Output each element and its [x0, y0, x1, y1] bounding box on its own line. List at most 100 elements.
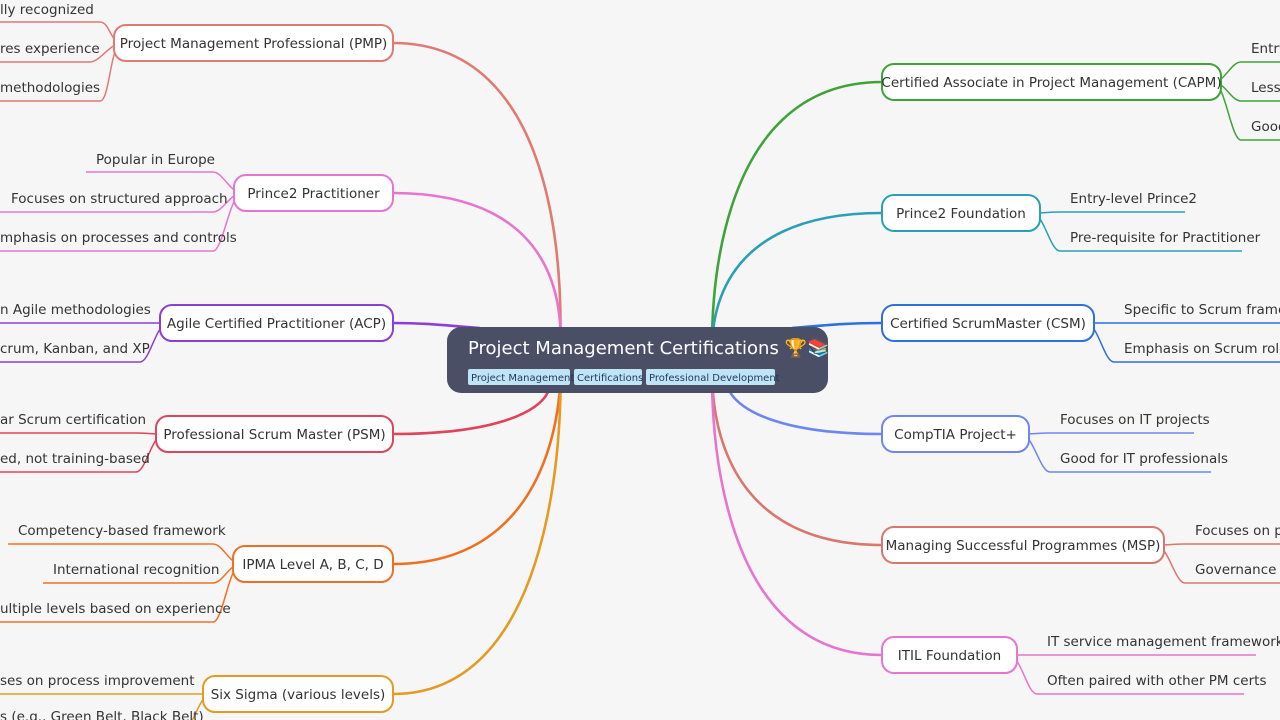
central-topic-title: Project Management Certifications 🏆📚 [468, 337, 829, 359]
leaf-focuses-on-pro[interactable]: Focuses on pro [1155, 523, 1280, 546]
branch-box [881, 63, 1222, 101]
branch-box [202, 675, 394, 713]
edge-itil-foundation [710, 359, 883, 657]
leaf-entry[interactable]: Entry [1212, 41, 1280, 83]
leaf-lly-recognized[interactable]: lly recognized [0, 2, 123, 44]
branch-label: Six Sigma (various levels) [211, 687, 386, 703]
leaf-label: ses on process improvement [0, 673, 195, 689]
branch-professional-scrum-master-psm[interactable]: Professional Scrum Master (PSM) [155, 415, 394, 453]
tag-label: Certifications [577, 373, 643, 384]
branch-label: Managing Successful Programmes (MSP) [886, 538, 1161, 554]
branch-nodes: Project Management Professional (PMP) Pri… [113, 24, 1222, 713]
branch-label: ITIL Foundation [898, 648, 1001, 664]
leaf-res-experience[interactable]: res experience [0, 41, 123, 63]
branch-box [881, 304, 1095, 342]
leaf-competency-based-framework[interactable]: Competency-based framework [8, 523, 242, 565]
tag-label: Professional Development [649, 373, 780, 384]
branch-prince2-foundation[interactable]: Prince2 Foundation [881, 194, 1041, 232]
edge-certified-associate-in-project-management-capm [710, 80, 883, 361]
edge-comptia-project [728, 391, 883, 436]
leaf-label: Popular in Europe [96, 152, 215, 168]
leaf-specific-to-scrum-framewo[interactable]: Specific to Scrum framewo [1086, 302, 1280, 324]
leaf-label: Emphasis on Scrum roles a [1124, 341, 1280, 357]
leaf-label: Entry [1251, 41, 1280, 57]
edge-six-sigma-various-levels [392, 358, 562, 696]
leaf-label: Good for IT professionals [1060, 451, 1228, 467]
leaf-label: lly recognized [0, 2, 94, 18]
tag-project-management[interactable]: Project Management [468, 369, 574, 385]
leaf-ar-scrum-certification[interactable]: ar Scrum certification [0, 412, 165, 435]
leaf-label: mphasis on processes and controls [0, 230, 237, 246]
leaf-popular-in-europe[interactable]: Popular in Europe [86, 152, 243, 194]
leaf-ultiple-levels-based-on-experience[interactable]: ultiple levels based on experience [0, 563, 242, 623]
branch-box [159, 304, 394, 342]
branch-six-sigma-various-levels[interactable]: Six Sigma (various levels) [202, 675, 394, 713]
branch-label: Certified Associate in Project Managemen… [881, 75, 1221, 91]
leaf-label: IT service management framework [1047, 634, 1280, 650]
branch-box [233, 174, 394, 212]
branch-label: Project Management Professional (PMP) [120, 36, 388, 52]
leaf-entry-level-prince2[interactable]: Entry-level Prince2 [1031, 191, 1197, 214]
tag-label: Project Management [471, 373, 574, 384]
leaf-mphasis-on-processes-and-controls[interactable]: mphasis on processes and controls [0, 192, 243, 252]
leaf-pre-requisite-for-practitioner[interactable]: Pre-requisite for Practitioner [1031, 212, 1261, 252]
leaf-ed-not-training-based[interactable]: ed, not training-based [0, 433, 165, 473]
branch-ipma-level-a-b-c-d[interactable]: IPMA Level A, B, C, D [232, 545, 394, 583]
leaf-label: Entry-level Prince2 [1070, 191, 1197, 207]
branch-box [155, 415, 394, 453]
branch-label: IPMA Level A, B, C, D [242, 557, 383, 573]
leaf-crum-kanban-and-xp[interactable]: crum, Kanban, and XP [0, 322, 169, 363]
branch-label: CompTIA Project+ [894, 427, 1017, 443]
leaf-it-service-management-framework[interactable]: IT service management framework [1009, 634, 1280, 656]
leaf-label: crum, Kanban, and XP [0, 341, 150, 357]
branch-label: Agile Certified Practitioner (ACP) [167, 316, 386, 332]
leaf-label: res experience [0, 41, 100, 57]
tag-professional-development[interactable]: Professional Development [646, 369, 780, 385]
edge-project-management-professional-pmp [392, 41, 562, 361]
branch-managing-successful-programmes-msp[interactable]: Managing Successful Programmes (MSP) [881, 526, 1165, 564]
branch-label: Certified ScrumMaster (CSM) [890, 316, 1086, 332]
branch-itil-foundation[interactable]: ITIL Foundation [881, 636, 1018, 674]
branch-label: Prince2 Practitioner [247, 186, 380, 202]
branch-label: Professional Scrum Master (PSM) [163, 427, 385, 443]
branch-certified-scrummaster-csm[interactable]: Certified ScrumMaster (CSM) [881, 304, 1095, 342]
branch-certified-associate-in-project-management-capm[interactable]: Certified Associate in Project Managemen… [881, 63, 1222, 101]
tag-certifications[interactable]: Certifications [574, 369, 643, 385]
branch-prince2-practitioner[interactable]: Prince2 Practitioner [233, 174, 394, 212]
leaf-good-for-it-professionals[interactable]: Good for IT professionals [1020, 433, 1228, 473]
leaf-n-agile-methodologies[interactable]: n Agile methodologies [0, 302, 168, 324]
branch-box [881, 526, 1165, 564]
leaf-often-paired-with-other-pm-certs[interactable]: Often paired with other PM certs [1008, 654, 1266, 695]
leaf-label: Governance an [1195, 562, 1280, 578]
leaf-label: Good [1251, 119, 1280, 135]
leaf-label: Focuses on pro [1195, 523, 1280, 539]
leaf-governance-an[interactable]: Governance an [1155, 544, 1280, 584]
leaf-focuses-on-structured-approach[interactable]: Focuses on structured approach [0, 191, 243, 213]
leaf-label: methodologies [0, 80, 100, 96]
central-topic-node[interactable]: Project Management Certifications 🏆📚 Pro… [447, 327, 829, 393]
leaf-label: Competency-based framework [18, 523, 226, 539]
leaf-label: Focuses on structured approach [11, 191, 228, 207]
leaf-focuses-on-it-projects[interactable]: Focuses on IT projects [1020, 412, 1210, 435]
branch-box [881, 194, 1041, 232]
branch-box [881, 415, 1030, 453]
leaf-label: s (e.g., Green Belt, Black Belt) [0, 709, 204, 720]
leaf-emphasis-on-scrum-roles-a[interactable]: Emphasis on Scrum roles a [1085, 322, 1280, 363]
branch-project-management-professional-pmp[interactable]: Project Management Professional (PMP) [113, 24, 394, 62]
branch-comptia-project[interactable]: CompTIA Project+ [881, 415, 1030, 453]
leaf-label: Often paired with other PM certs [1047, 673, 1266, 689]
leaf-label: Focuses on IT projects [1060, 412, 1210, 428]
branch-box [881, 636, 1018, 674]
branch-box [232, 545, 394, 583]
leaf-ses-on-process-improvement[interactable]: ses on process improvement [0, 673, 212, 695]
leaf-international-recognition[interactable]: International recognition [43, 562, 242, 584]
edge-professional-scrum-master-psm [392, 391, 550, 436]
branch-label: Prince2 Foundation [896, 206, 1026, 222]
leaf-s-e-g-green-belt-black-belt[interactable]: s (e.g., Green Belt, Black Belt) [0, 693, 212, 720]
leaf-label: Pre-requisite for Practitioner [1070, 230, 1261, 246]
branch-agile-certified-practitioner-acp[interactable]: Agile Certified Practitioner (ACP) [159, 304, 394, 342]
leaf-label: ultiple levels based on experience [0, 601, 231, 617]
